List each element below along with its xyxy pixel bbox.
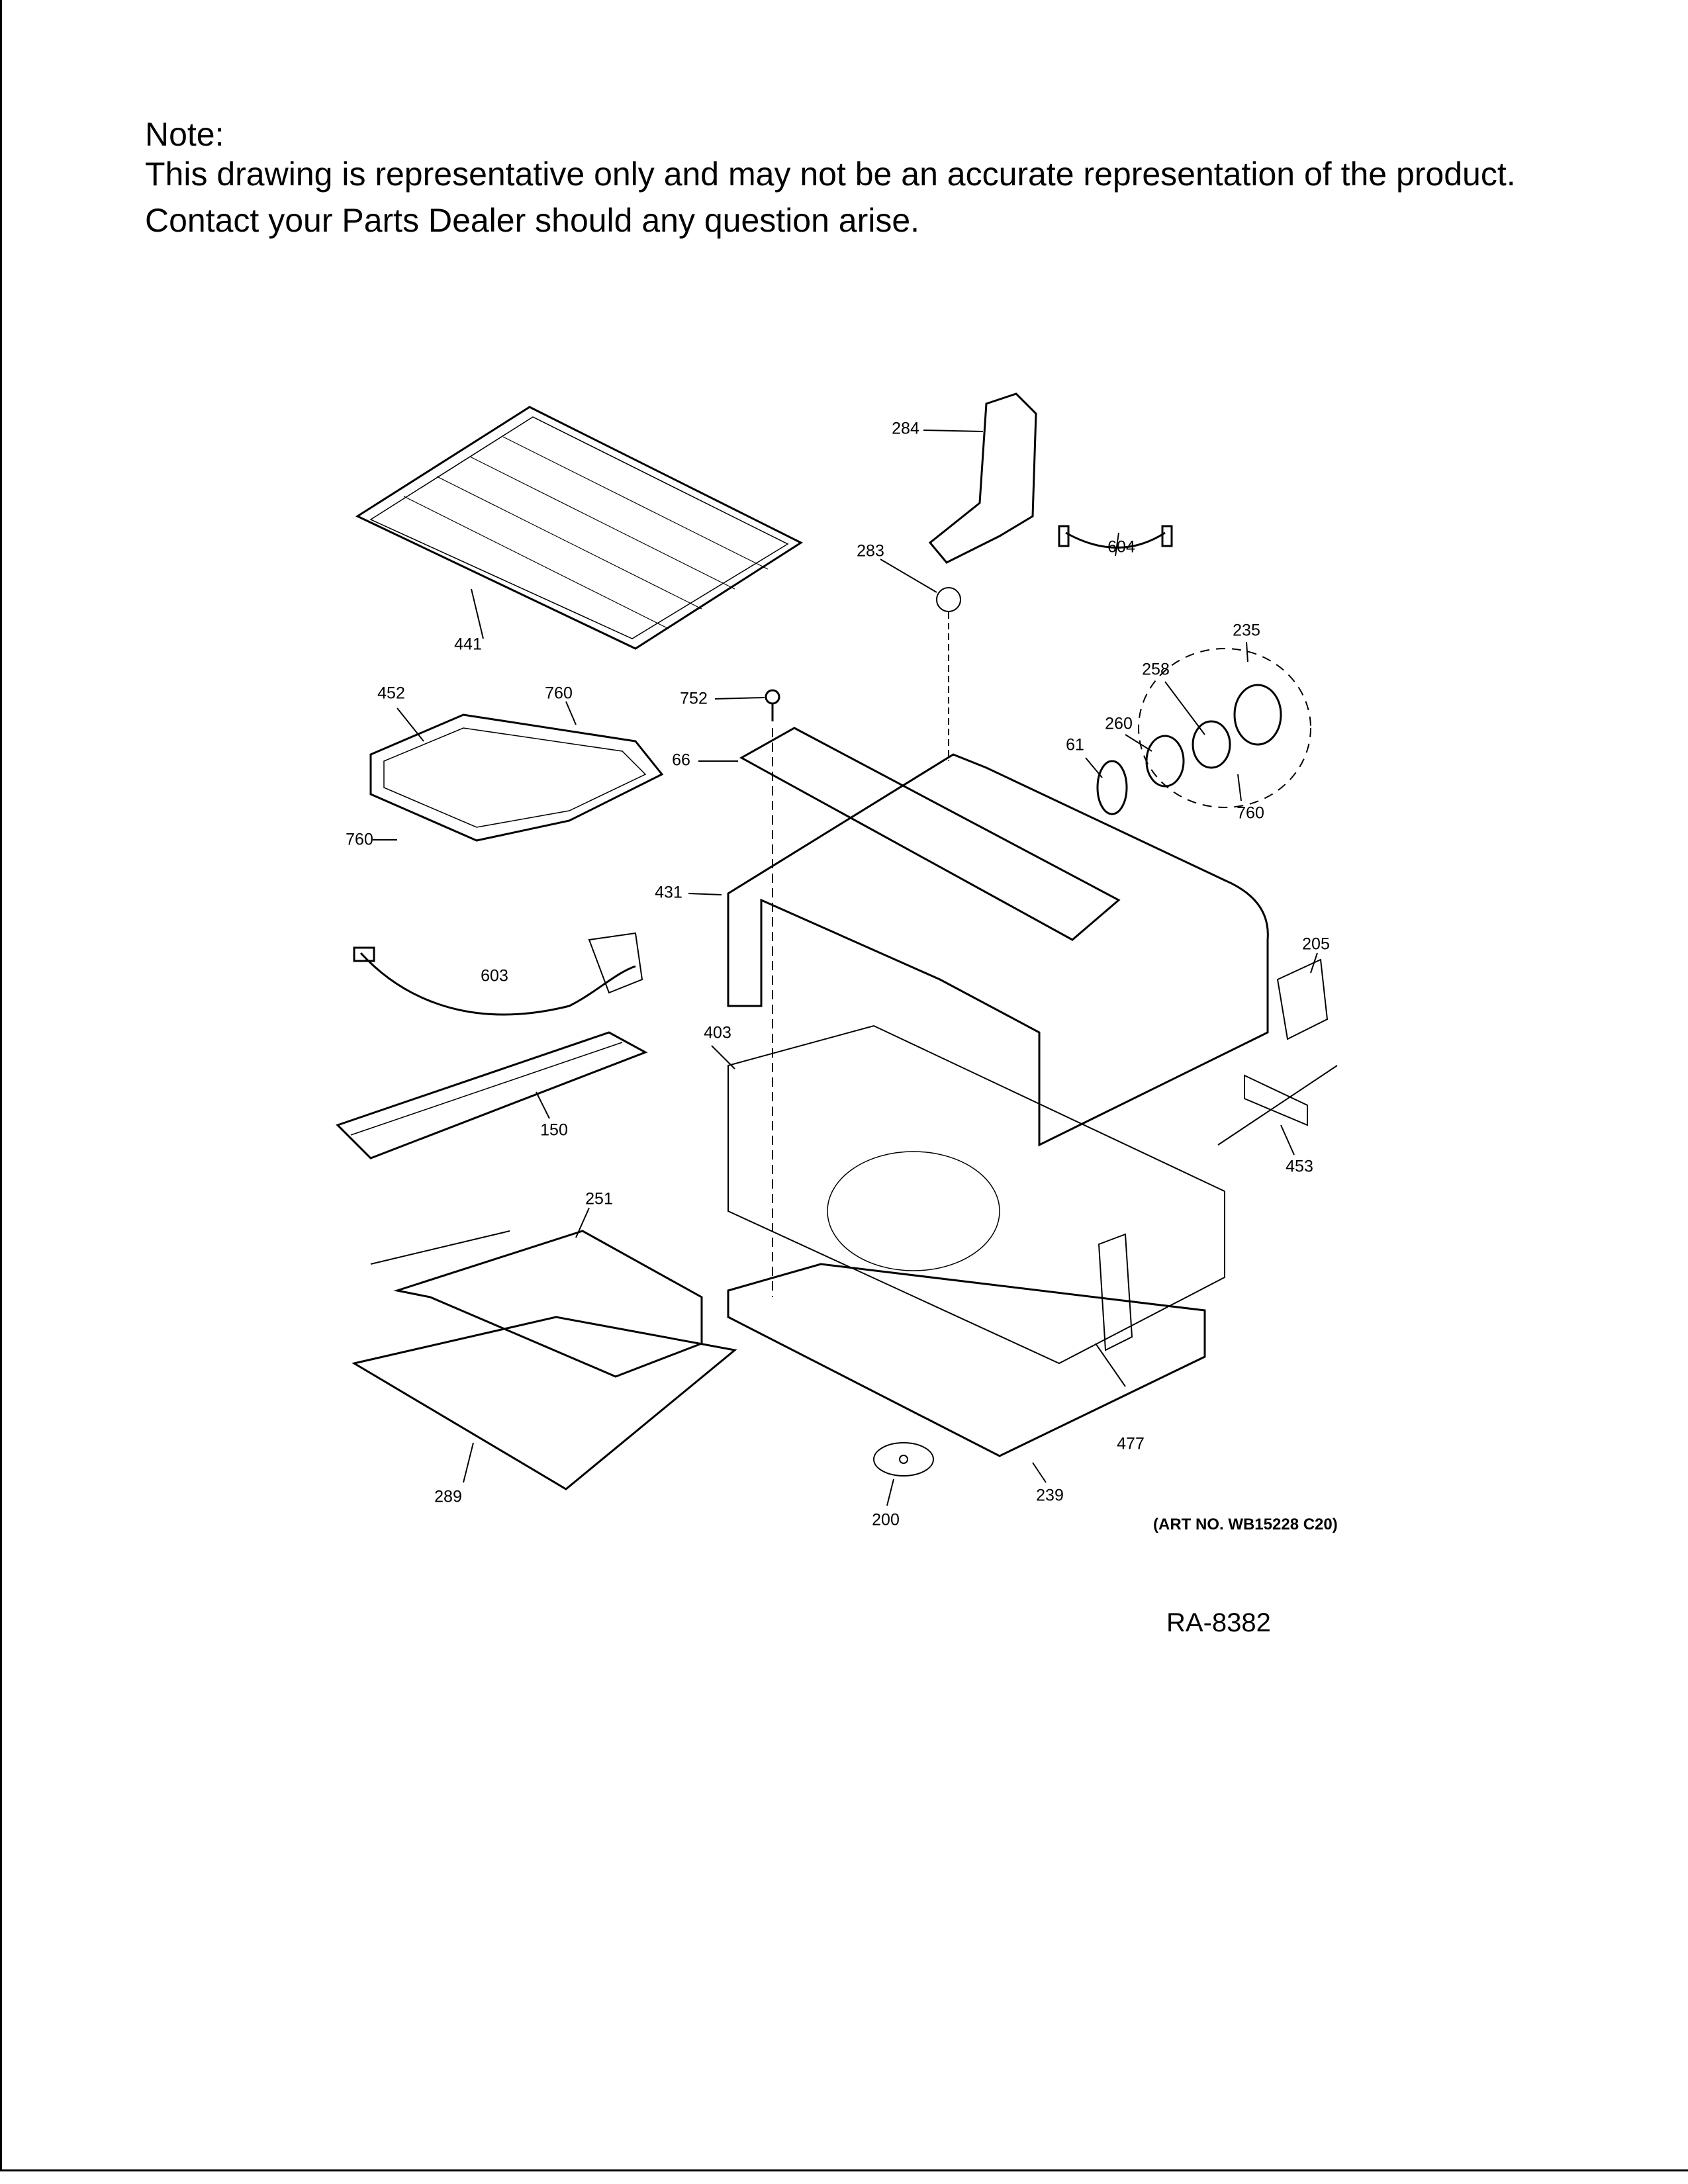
callout-239: 239 (1036, 1486, 1064, 1505)
note-heading: Note: (145, 116, 224, 153)
callout-452: 452 (377, 684, 405, 703)
screw-part (714, 689, 780, 1297)
callout-284: 284 (892, 419, 919, 438)
art-number: (ART NO. WB15228 C20) (1153, 1516, 1338, 1533)
callout-66: 66 (672, 751, 690, 770)
callout-431: 431 (655, 883, 682, 902)
callout-752: 752 (680, 689, 708, 708)
callout-205: 205 (1302, 934, 1330, 954)
callout-403: 403 (704, 1023, 731, 1042)
wire-jumper-part (1058, 525, 1173, 557)
sensor-part (1217, 1065, 1338, 1156)
callout-235: 235 (1233, 621, 1260, 640)
wire-harness-part (353, 932, 643, 1016)
broil-element-part (369, 701, 664, 842)
bake-element-part (370, 1207, 703, 1378)
page-border-left (0, 0, 2, 2171)
vent-duct-part (880, 392, 1037, 761)
callout-61: 61 (1066, 735, 1084, 754)
callout-200: 200 (872, 1510, 900, 1529)
note-line-2: Contact your Parts Dealer should any que… (145, 202, 920, 239)
callout-760-broil: 760 (545, 684, 573, 703)
callout-453: 453 (1286, 1157, 1313, 1176)
oven-cavity-part (711, 1024, 1225, 1365)
cover-plate-part (1276, 952, 1329, 1040)
base-pan-part (727, 1263, 1206, 1483)
callout-251: 251 (585, 1189, 613, 1208)
cover-disc-part (873, 1442, 934, 1506)
page-border-bottom (0, 2169, 1688, 2171)
callout-150: 150 (540, 1120, 568, 1140)
callout-258: 258 (1142, 660, 1170, 679)
bake-element-cover-part (352, 1316, 737, 1490)
oven-rack-part (355, 406, 804, 650)
outer-wrap-part (688, 753, 1269, 1147)
callout-477: 477 (1117, 1434, 1145, 1453)
light-assembly-part (1085, 641, 1311, 815)
callout-760-left: 760 (346, 830, 373, 849)
callout-604: 604 (1107, 537, 1135, 557)
callout-441: 441 (454, 635, 482, 654)
note-line-1: This drawing is representative only and … (145, 156, 1516, 193)
callout-760-light: 760 (1237, 803, 1264, 823)
vent-bracket-part (698, 727, 1121, 941)
callout-260: 260 (1105, 714, 1133, 733)
drawing-id: RA-8382 (1166, 1608, 1271, 1637)
callout-283: 283 (857, 541, 884, 561)
callout-603: 603 (481, 966, 508, 985)
callout-289: 289 (434, 1487, 462, 1506)
hinge-part (1095, 1233, 1133, 1387)
door-lock-part (336, 1031, 648, 1160)
